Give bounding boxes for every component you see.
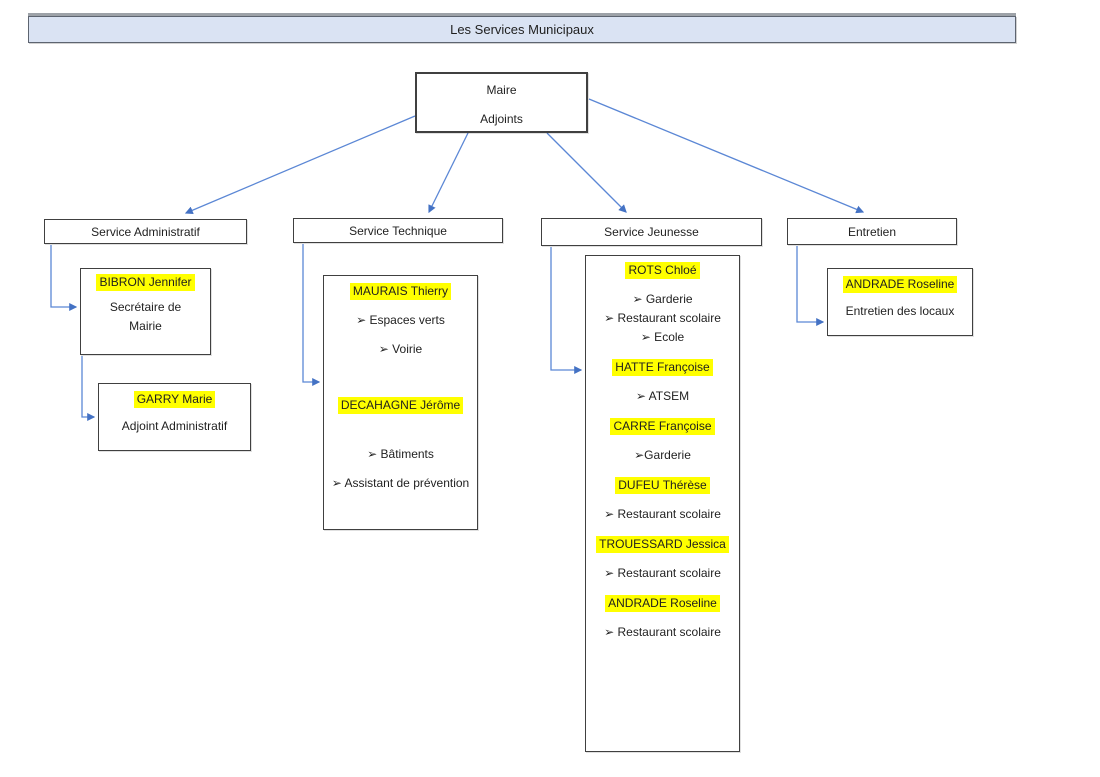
elbow-jeunesse-to-staff <box>550 247 583 374</box>
header-label: Entretien <box>847 224 897 239</box>
duty-item: ➢ Ecole <box>640 330 685 344</box>
staff-name-highlighted: GARRY Marie <box>99 390 250 409</box>
staff-role: Adjoint Administratif <box>121 419 228 433</box>
elbow-administratif-to-bibron <box>50 245 78 311</box>
highlight-bibron: BIBRON Jennifer <box>96 274 195 291</box>
elbow-technique-to-staff <box>302 244 321 386</box>
card-andrade-roseline: ANDRADE Roseline Entretien des locaux <box>827 268 973 336</box>
highlight-rots: ROTS Chloé <box>625 262 700 279</box>
highlight-hatte: HATTE Françoise <box>612 359 713 376</box>
box-service-technique-staff: MAURAIS Thierry ➢ Espaces verts ➢ Voirie… <box>323 275 478 530</box>
header-label: Service Technique <box>349 223 447 238</box>
root-line-adjoints: Adjoints <box>480 112 523 126</box>
arrow-root-to-entretien <box>588 98 865 214</box>
elbow-entretien-to-andrade <box>796 246 825 326</box>
staff-role: Entretien des locaux <box>845 304 955 318</box>
staff-name-highlighted: TROUESSARD Jessica <box>586 535 739 554</box>
staff-name-highlighted: DECAHAGNE Jérôme <box>324 396 477 415</box>
header-service-technique: Service Technique <box>293 218 503 243</box>
highlight-trouessard: TROUESSARD Jessica <box>596 536 729 553</box>
duty-item: ➢ Assistant de prévention <box>331 476 470 490</box>
chart-title-bar: Les Services Municipaux <box>28 16 1016 43</box>
highlight-garry: GARRY Marie <box>133 391 216 408</box>
card-garry-marie: GARRY Marie Adjoint Administratif <box>98 383 251 451</box>
duty-item: ➢ ATSEM <box>635 389 690 403</box>
highlight-decahagne: DECAHAGNE Jérôme <box>337 397 464 414</box>
elbow-bibron-to-garry <box>81 356 96 421</box>
duty-item: ➢ Bâtiments <box>367 447 434 461</box>
highlight-andrade-jeunesse: ANDRADE Roseline <box>605 595 720 612</box>
root-box-maire: Maire Adjoints <box>415 72 588 133</box>
duty-item: ➢ Restaurant scolaire <box>604 507 721 521</box>
duty-item: ➢Garderie <box>634 448 691 462</box>
staff-name-highlighted: ANDRADE Roseline <box>586 594 739 613</box>
arrow-root-to-technique <box>428 132 469 214</box>
root-line-maire: Maire <box>486 83 517 97</box>
header-label: Service Administratif <box>91 224 200 239</box>
staff-name-highlighted: HATTE Françoise <box>586 358 739 377</box>
staff-name-highlighted: ANDRADE Roseline <box>828 275 972 294</box>
duty-item: ➢ Espaces verts <box>356 313 445 327</box>
staff-name-highlighted: DUFEU Thérèse <box>586 476 739 495</box>
duty-item: ➢ Restaurant scolaire <box>604 566 721 580</box>
header-entretien: Entretien <box>787 218 957 245</box>
highlight-dufeu: DUFEU Thérèse <box>615 477 710 494</box>
chart-title: Les Services Municipaux <box>450 22 594 37</box>
highlight-carre: CARRE Françoise <box>610 418 715 435</box>
duty-item: ➢ Restaurant scolaire <box>604 311 721 325</box>
duty-item: ➢ Voirie <box>378 342 423 356</box>
box-service-jeunesse-staff: ROTS Chloé ➢ Garderie ➢ Restaurant scola… <box>585 255 740 752</box>
arrow-root-to-administratif <box>184 115 416 215</box>
header-service-jeunesse: Service Jeunesse <box>541 218 762 246</box>
highlight-maurais: MAURAIS Thierry <box>349 283 452 300</box>
highlight-andrade-entretien: ANDRADE Roseline <box>842 276 958 293</box>
staff-name-highlighted: MAURAIS Thierry <box>324 282 477 301</box>
staff-role: Mairie <box>129 319 162 333</box>
header-service-administratif: Service Administratif <box>44 219 247 244</box>
staff-name-highlighted: ROTS Chloé <box>586 261 739 280</box>
arrow-root-to-jeunesse <box>546 132 627 213</box>
staff-name-highlighted: BIBRON Jennifer <box>81 273 210 292</box>
duty-item: ➢ Restaurant scolaire <box>604 625 721 639</box>
header-label: Service Jeunesse <box>604 225 699 239</box>
duty-item: ➢ Garderie <box>632 292 693 306</box>
staff-name-highlighted: CARRE Françoise <box>586 417 739 436</box>
staff-role: Secrétaire de <box>109 300 182 314</box>
card-bibron-jennifer: BIBRON Jennifer Secrétaire de Mairie <box>80 268 211 355</box>
